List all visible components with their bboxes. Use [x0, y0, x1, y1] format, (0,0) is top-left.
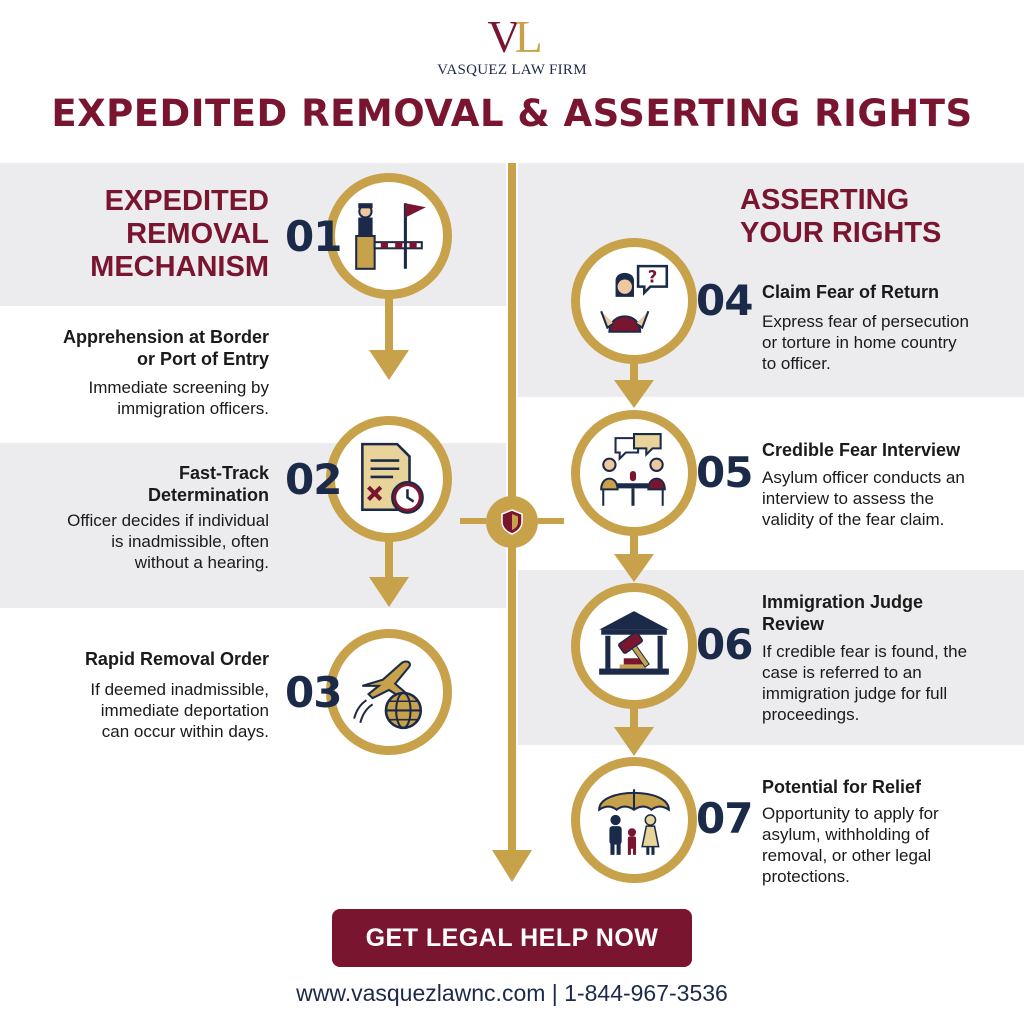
step-05-circle — [571, 410, 697, 536]
step-03-number: 03 — [285, 668, 342, 717]
step-02-description: Officer decides if individual is inadmis… — [67, 511, 269, 572]
step-03-description: If deemed inadmissible, immediate deport… — [90, 680, 269, 741]
shield-icon — [486, 496, 538, 548]
contact-footer[interactable]: www.vasquezlawnc.com | 1-844-967-3536 — [296, 980, 728, 1006]
get-legal-help-button[interactable]: GET LEGAL HELP NOW — [332, 909, 692, 967]
interview-icon — [600, 433, 666, 506]
step-02-circle — [326, 416, 452, 542]
step-03-title: Rapid Removal Order — [84, 649, 269, 669]
step-04-title: Claim Fear of Return — [762, 282, 940, 302]
step-02-title: Fast-Track Determination — [147, 463, 269, 505]
airplane-globe-icon — [353, 660, 423, 730]
page-title: EXPEDITED REMOVAL & ASSERTING RIGHTS — [51, 92, 973, 135]
svg-text:?: ? — [648, 268, 658, 287]
step-07-circle — [571, 757, 697, 883]
step-06-number: 06 — [696, 620, 753, 669]
step-03-circle — [326, 629, 452, 755]
right-section-title: ASSERTING YOUR RIGHTS — [740, 184, 942, 249]
family-umbrella-icon — [598, 789, 670, 855]
step-04-description: Express fear of persecution or torture i… — [762, 312, 969, 373]
step-05-title: Credible Fear Interview — [762, 440, 961, 460]
person-question-icon: ? — [600, 264, 669, 333]
document-denied-clock-icon — [361, 442, 424, 514]
step-01-number: 01 — [285, 212, 342, 261]
step-07-title: Potential for Relief — [762, 777, 922, 797]
step-01-title: Apprehension at Border or Port of Entry — [62, 327, 269, 369]
step-01-description: Immediate screening by immigration offic… — [88, 378, 269, 418]
step-04-circle: ? — [571, 238, 697, 364]
step-06-title: Immigration Judge Review — [762, 592, 924, 634]
step-06-circle — [571, 583, 697, 709]
step-05-description: Asylum officer conducts an interview to … — [762, 468, 965, 529]
step-04-number: 04 — [696, 276, 753, 325]
step-07-number: 07 — [696, 794, 753, 843]
courthouse-gavel-icon — [599, 611, 669, 675]
firm-logo: VL — [487, 11, 542, 62]
step-02-number: 02 — [285, 455, 342, 504]
left-section-title: EXPEDITED REMOVAL MECHANISM — [90, 185, 269, 283]
firm-name: VASQUEZ LAW FIRM — [437, 62, 587, 78]
step-05-number: 05 — [696, 448, 753, 497]
step-01-circle — [326, 173, 452, 299]
border-checkpoint-icon — [355, 203, 426, 270]
step-07-description: Opportunity to apply for asylum, withhol… — [762, 804, 939, 886]
step-06-description: If credible fear is found, the case is r… — [762, 642, 968, 724]
